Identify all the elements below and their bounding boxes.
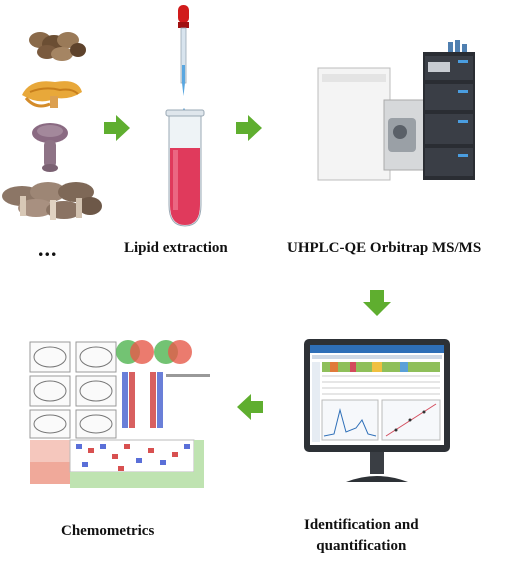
arrow-right-1 <box>104 115 130 141</box>
chemometrics-figure <box>28 338 228 490</box>
mushroom-sample-3 <box>32 123 68 172</box>
identification-label: Identification and quantification <box>304 515 419 557</box>
uhplc-ms-label: UHPLC-QE Orbitrap MS/MS <box>287 240 482 256</box>
mushroom-sample-1 <box>29 32 86 61</box>
arrow-left <box>237 394 263 420</box>
arrow-right-2 <box>236 115 262 141</box>
identification-label-line1: Identification and <box>304 517 419 533</box>
mushroom-sample-4 <box>2 182 102 220</box>
identification-label-line2: quantification <box>316 538 407 554</box>
uhplc-instrument-icon <box>317 40 475 181</box>
mushroom-sample-2 <box>22 81 82 108</box>
monitor-icon <box>304 339 450 482</box>
arrow-down <box>363 290 391 316</box>
lipid-extraction-label: Lipid extraction <box>124 240 228 256</box>
test-tube-icon <box>165 5 205 227</box>
chemometrics-label: Chemometrics <box>61 523 155 539</box>
more-samples-ellipsis: ... <box>38 236 58 261</box>
